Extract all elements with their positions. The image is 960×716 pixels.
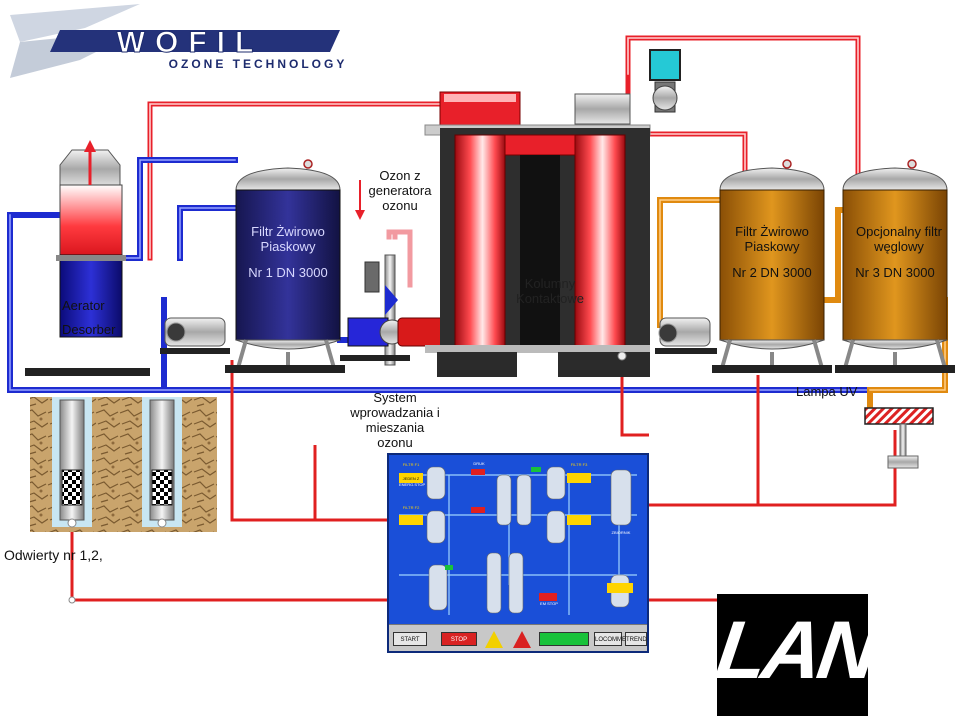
- hmi-label-filter-f3: FILTR F3: [567, 462, 591, 467]
- hmi-stop-button[interactable]: STOP: [441, 632, 477, 646]
- uv-lamp: [865, 408, 933, 468]
- pump-2: [655, 318, 717, 354]
- hmi-label-em-stop: EM STOP: [535, 601, 563, 606]
- wells-label: Odwierty nr 1,2,: [4, 548, 103, 563]
- wells: [30, 397, 217, 603]
- hmi-scada-screen[interactable]: FILTR F1 JEDEN Z ENERG.STOP FILTR F2 FIL…: [387, 453, 649, 653]
- hmi-process-mimic: [389, 455, 647, 625]
- contact-columns: [425, 50, 680, 377]
- wofil-logo: WOFIL OZONE TECHNOLOGY: [10, 4, 347, 78]
- filter-3-size: Nr 3 DN 3000: [843, 265, 947, 280]
- pump-1: [160, 318, 230, 354]
- filter-2-size: Nr 2 DN 3000: [720, 265, 824, 280]
- hmi-locommes-button[interactable]: LOCOMMES: [594, 632, 622, 646]
- filter-1-size: Nr 1 DN 3000: [236, 265, 340, 280]
- desorber-label: Desorber: [62, 322, 115, 337]
- hmi-label-filter-f1: FILTR F1: [399, 462, 423, 467]
- lan-logo: LAN: [717, 594, 868, 716]
- hmi-alarm-icon[interactable]: [513, 631, 531, 648]
- logo-tagline: OZONE TECHNOLOGY: [169, 57, 348, 71]
- hmi-label-energ-stop: ENERG.STOP: [399, 482, 423, 487]
- hmi-status-indicator: [539, 632, 589, 646]
- hmi-label-filter-f2: FILTR F2: [399, 505, 423, 510]
- logo-brand: WOFIL: [117, 26, 264, 59]
- hmi-label-jeden: JEDEN Z: [399, 476, 423, 481]
- hmi-start-button[interactable]: START: [393, 632, 427, 646]
- hmi-warning-icon[interactable]: [485, 631, 503, 648]
- hmi-label-zbiornik: ZBIORNIK: [607, 530, 635, 535]
- hmi-control-bar: START STOP LOCOMMES TREND: [389, 624, 647, 651]
- hmi-trend-button[interactable]: TREND: [625, 632, 647, 646]
- uv-lamp-label: Lampa UV: [796, 384, 857, 399]
- aerator-label: Aerator: [62, 298, 105, 313]
- hmi-label-druk: DRUK: [469, 461, 489, 466]
- lan-logo-text: LAN: [717, 604, 868, 698]
